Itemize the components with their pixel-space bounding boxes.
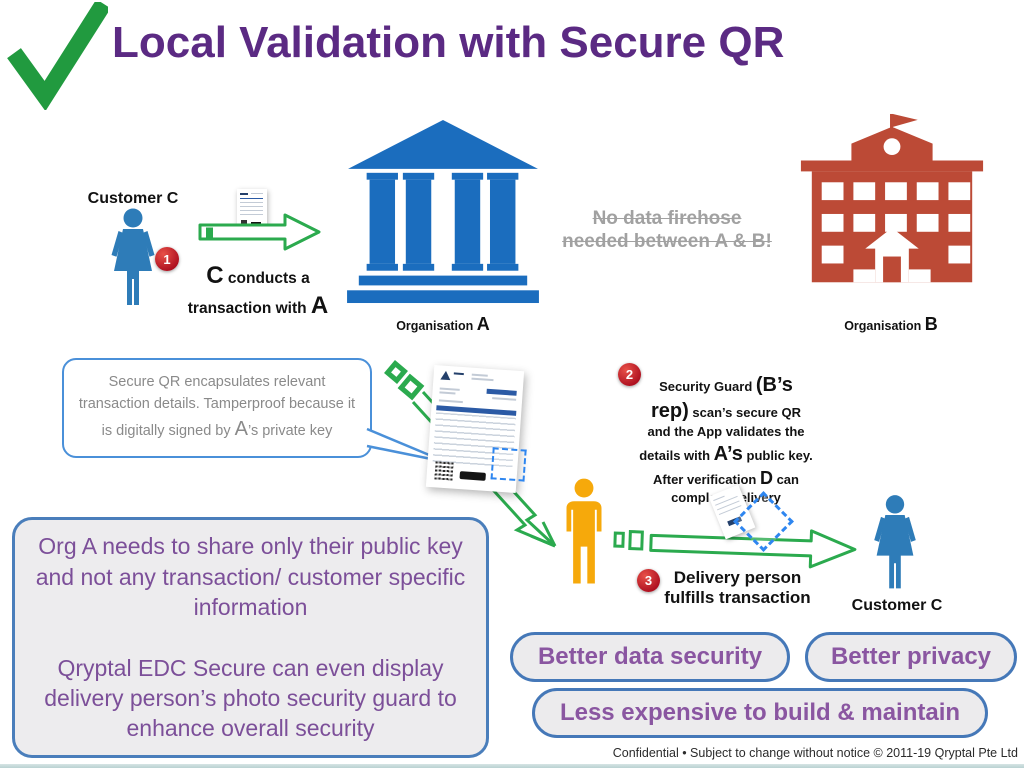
customer-left-icon bbox=[103, 208, 163, 308]
benefit-data-security: Better data security bbox=[510, 632, 790, 682]
org-b-letter: B bbox=[924, 314, 938, 334]
qr-highlight-frame bbox=[490, 447, 527, 482]
arrow-1-icon bbox=[198, 212, 322, 252]
step3-badge: 3 bbox=[637, 569, 660, 592]
org-b-label: Organisation B bbox=[844, 314, 938, 334]
arrow-2-icon bbox=[612, 520, 859, 573]
org-box-para1: Org A needs to share only their public k… bbox=[35, 533, 466, 621]
step2-big-d: D bbox=[759, 467, 773, 488]
org-a-label: Organisation A bbox=[396, 314, 490, 334]
org-a-bank-icon bbox=[345, 118, 541, 304]
delivery-person-icon bbox=[558, 477, 610, 587]
step2-big-a: A’s bbox=[713, 442, 743, 465]
customer-right-label: Customer C bbox=[851, 597, 943, 614]
step1-big-a: A bbox=[310, 292, 329, 319]
invoice-document bbox=[425, 365, 527, 493]
bottom-edge-strip bbox=[0, 764, 1024, 768]
step2-text: Security Guard (B’s rep) scan’s secure Q… bbox=[639, 374, 813, 506]
step1-text: C conducts a transaction with A bbox=[187, 262, 329, 319]
page-title: Local Validation with Secure QR bbox=[112, 18, 785, 67]
org-a-letter: A bbox=[476, 314, 490, 334]
footer-confidential: Confidential • Subject to change without… bbox=[612, 746, 1018, 760]
org-info-box: Org A needs to share only their public k… bbox=[12, 517, 489, 758]
customer-left-label: Customer C bbox=[87, 190, 179, 207]
invoice-button bbox=[459, 471, 486, 481]
step1-badge: 1 bbox=[155, 247, 179, 271]
benefit-privacy: Better privacy bbox=[805, 632, 1017, 682]
bubble-big-a: A bbox=[234, 417, 248, 440]
firehose-note: No data firehose needed between A & B! bbox=[562, 208, 772, 253]
step3-text: Delivery person fulfills transaction bbox=[664, 568, 811, 608]
benefit-less-expensive: Less expensive to build & maintain bbox=[532, 688, 988, 738]
customer-right-icon bbox=[866, 494, 924, 592]
step1-big-c: C bbox=[206, 262, 224, 289]
org-b-building-icon bbox=[793, 110, 991, 310]
invoice-qr-code bbox=[434, 461, 454, 481]
step2-big-b: (B’s rep) bbox=[650, 374, 793, 422]
mini-invoice-icon bbox=[237, 189, 267, 230]
secure-qr-bubble: Secure QR encapsulates relevant transact… bbox=[62, 358, 372, 458]
org-box-para2: Qryptal EDC Secure can even display deli… bbox=[44, 654, 457, 742]
step2-badge: 2 bbox=[618, 363, 641, 386]
check-icon bbox=[6, 2, 108, 110]
